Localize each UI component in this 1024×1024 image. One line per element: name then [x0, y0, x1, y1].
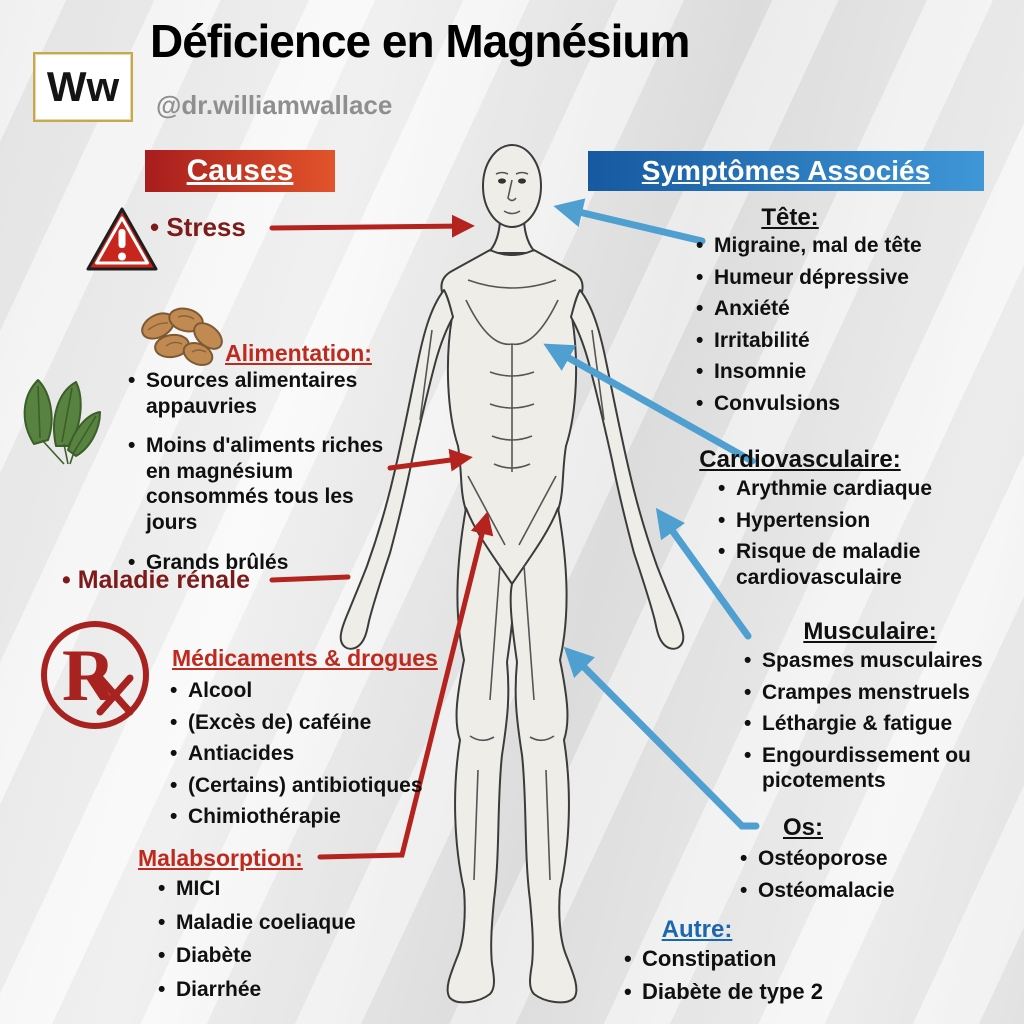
list-item: Crampes menstruels [742, 680, 1010, 706]
list-item: (Excès de) caféine [168, 710, 468, 736]
list-item: Alcool [168, 678, 468, 704]
brand-logo: Ww [33, 52, 133, 122]
causes-header: Causes [145, 150, 335, 192]
list-item: Engourdissement ou picotements [742, 743, 1010, 794]
other-symptoms-list: Constipation Diabète de type 2 [622, 946, 902, 1012]
medications-title: Médicaments & drogues [172, 645, 438, 671]
head-symptoms-list: Migraine, mal de tête Humeur dépressive … [694, 233, 994, 423]
malabsorption-list: MICI Maladie coeliaque Diabète Diarrhée [156, 876, 436, 1010]
list-item: Irritabilité [694, 328, 994, 354]
list-item: Insomnie [694, 359, 994, 385]
list-item: Moins d'aliments riches en magnésium con… [126, 433, 400, 535]
list-item: Léthargie & fatigue [742, 711, 1010, 737]
rx-icon: R [41, 621, 149, 729]
list-item: Antiacides [168, 741, 468, 767]
list-item: Convulsions [694, 391, 994, 417]
author-handle: @dr.williamwallace [156, 90, 393, 120]
spinach-icon [23, 379, 101, 465]
list-item: Humeur dépressive [694, 265, 994, 291]
muscular-symptoms-list: Spasmes musculaires Crampes menstruels L… [742, 648, 1010, 800]
list-item: Spasmes musculaires [742, 648, 1010, 674]
brand-logo-text: Ww [46, 63, 120, 110]
list-item: Ostéomalacie [738, 878, 958, 904]
list-item: Diabète [156, 943, 436, 969]
cause-stress-label: Stress [150, 212, 246, 243]
page-title: Déficience en Magnésium [150, 15, 690, 67]
list-item: Ostéoporose [738, 846, 958, 872]
cardio-section-title: Cardiovasculaire: [699, 446, 901, 473]
list-item: Arythmie cardiaque [716, 476, 971, 502]
malabsorption-title: Malabsorption: [138, 845, 303, 871]
alimentation-list: Sources alimentaires appauvries Moins d'… [126, 368, 400, 589]
bones-section-title: Os: [782, 814, 823, 841]
list-item: (Certains) antibiotiques [168, 773, 468, 799]
list-item: Constipation [622, 946, 902, 973]
list-item: Hypertension [716, 508, 971, 534]
bones-symptoms-list: Ostéoporose Ostéomalacie [738, 846, 958, 909]
warning-icon [86, 207, 158, 271]
list-item: Risque de maladie cardiovasculaire [716, 539, 971, 590]
list-item: Sources alimentaires appauvries [126, 368, 400, 419]
muscular-section-title: Musculaire: [803, 618, 937, 645]
cardio-symptoms-list: Arythmie cardiaque Hypertension Risque d… [716, 476, 971, 596]
symptoms-header: Symptômes Associés [588, 151, 984, 191]
other-section-title: Autre: [661, 916, 733, 943]
list-item: Chimiothérapie [168, 804, 468, 830]
cause-kidney-disease-label: Maladie rénale [62, 566, 250, 595]
list-item: Diabète de type 2 [622, 979, 902, 1006]
list-item: MICI [156, 876, 436, 902]
list-item: Migraine, mal de tête [694, 233, 994, 259]
list-item: Diarrhée [156, 977, 436, 1003]
medications-list: Alcool (Excès de) caféine Antiacides (Ce… [168, 678, 468, 836]
almonds-icon [141, 307, 223, 366]
list-item: Maladie coeliaque [156, 910, 436, 936]
list-item: Anxiété [694, 296, 994, 322]
head-section-title: Tête: [761, 204, 819, 231]
alimentation-title: Alimentation: [225, 340, 372, 366]
